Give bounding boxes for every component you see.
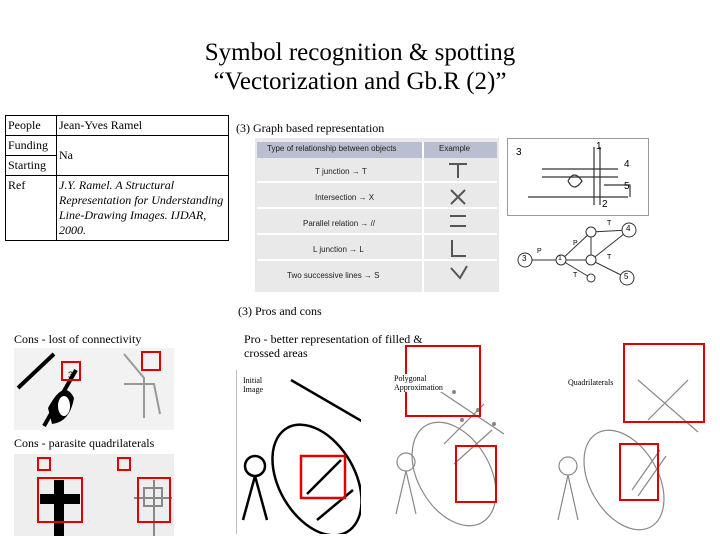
ref-row: Ref J.Y. Ramel. A Structural Representat… <box>5 175 229 241</box>
cons-connectivity-label: Cons - lost of connectivity <box>14 332 142 346</box>
relationship-row: Parallel relation → // <box>303 219 376 228</box>
graph-node-label: 1 <box>558 255 562 262</box>
initial-image-label: Initial Image <box>243 376 263 394</box>
people-row: People Jean-Yves Ramel <box>5 115 229 136</box>
graph-edge-label: P <box>573 240 578 247</box>
graph-edge-label: T <box>607 254 612 261</box>
diagram-number: 3 <box>516 147 522 158</box>
diagram-number: 1 <box>596 141 602 152</box>
graph-edge-label: T <box>573 272 578 279</box>
cons-marker: 3 <box>68 370 74 380</box>
diagram-number: 4 <box>624 159 630 170</box>
cons-quadrilaterals-label: Cons - parasite quadrilaterals <box>14 436 155 450</box>
relationship-row: Intersection → X <box>315 193 375 202</box>
cons-quadrilaterals-image <box>14 454 174 536</box>
cons-connectivity-image: 3 <box>14 348 174 430</box>
graph-node-label: 3 <box>522 254 527 263</box>
polygonal-image-label: Polygonal Approximation <box>394 374 444 392</box>
pros-cons-heading: (3) Pros and cons <box>238 304 322 318</box>
slide-title-line1: Symbol recognition & spotting <box>204 39 516 66</box>
relationship-header-type: Type of relationship between objects <box>267 144 397 153</box>
relationship-row: Two successive lines → S <box>287 271 380 280</box>
relationship-row: T junction → T <box>315 167 367 176</box>
people-value: Jean-Yves Ramel <box>56 115 229 136</box>
info-table: People Jean-Yves Ramel Funding Na Starti… <box>5 115 229 241</box>
ref-value: J.Y. Ramel. A Structural Representation … <box>56 175 229 241</box>
line-drawing-diagram: 3 1 4 5 2 <box>507 138 649 216</box>
ref-label: Ref <box>5 175 57 241</box>
relationship-row: L junction → L <box>313 245 364 254</box>
graph-edge-label: P <box>537 248 542 255</box>
funding-starting-value: Na <box>56 135 229 176</box>
graph-node-label: 5 <box>624 272 629 281</box>
funding-label: Funding <box>5 135 57 156</box>
relationship-graph: 3 4 1 5 P T P T T <box>507 216 647 290</box>
diagram-number: 5 <box>624 181 630 192</box>
slide-title-line2: “Vectorization and Gb.R (2)” <box>213 68 507 95</box>
pro-label: Pro - better representation of filled & … <box>244 332 423 360</box>
relationship-table: Type of relationship between objects Exa… <box>255 138 499 292</box>
starting-label: Starting <box>5 155 57 176</box>
diagram-number: 2 <box>602 199 608 210</box>
funding-row: Funding Na <box>5 135 229 176</box>
pro-quadrilaterals-image: Quadrilaterals <box>528 340 708 534</box>
pro-polygonal-image: Polygonal Approximation <box>384 344 508 534</box>
quadrilaterals-image-label: Quadrilaterals <box>568 378 616 387</box>
graph-edge-label: T <box>607 220 612 227</box>
relationship-header-example: Example <box>439 144 471 153</box>
graph-node-label: 4 <box>626 224 631 233</box>
pro-initial-image: Initial Image <box>236 370 361 534</box>
graph-section-heading: (3) Graph based representation <box>236 121 385 135</box>
people-label: People <box>5 115 57 136</box>
